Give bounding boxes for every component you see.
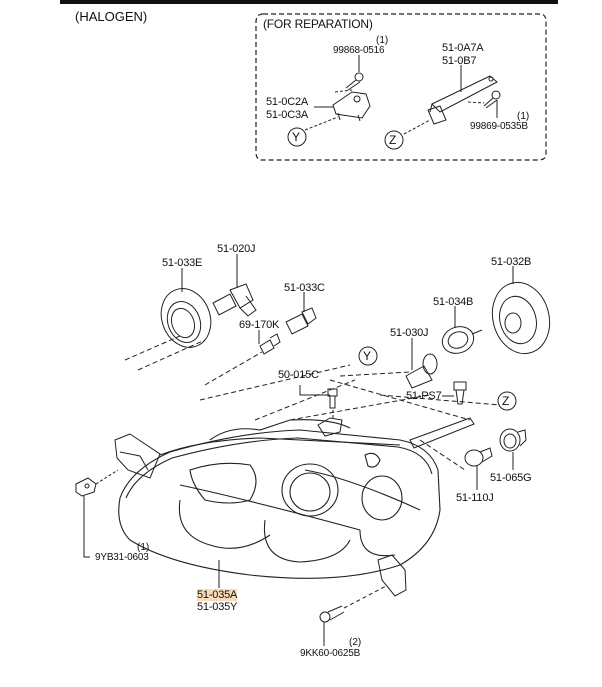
part-label: 51-PS7 [406, 390, 442, 402]
part-qty: (1) [517, 111, 530, 122]
inset-bracket-icon [332, 91, 371, 122]
screw-icon [319, 605, 345, 623]
part-label: 51-0B7 [442, 55, 477, 67]
part-qty: (1) [376, 35, 389, 46]
inset-title: (FOR REPARATION) [263, 17, 373, 31]
part-label: 51-033E [162, 257, 203, 269]
marker-z-main [497, 391, 517, 411]
part-label: 51-110J [456, 492, 494, 504]
part-label: 69-170K [239, 319, 280, 331]
inset-screw-icon [345, 55, 364, 91]
part-label: 51-032B [491, 256, 532, 268]
bulb-small-icon [285, 307, 317, 335]
bottom-bracket-icon [377, 554, 407, 597]
part-qty: (2) [349, 637, 362, 648]
part-label: 51-0A7A [442, 42, 484, 54]
section-title: (HALOGEN) [75, 9, 148, 24]
side-socket-icon [499, 428, 527, 452]
mount-arm-icon [409, 417, 475, 449]
seal-cap-icon [160, 288, 212, 348]
nut-clip-icon [75, 477, 97, 497]
clip-icon [453, 381, 467, 405]
part-label: 51-030J [390, 327, 429, 339]
part-label: 51-033C [284, 282, 325, 294]
marker-label: Y [363, 349, 371, 363]
part-label: 51-035Y [197, 601, 238, 613]
bulb-h7-icon [405, 353, 438, 389]
inset-screw2-icon [483, 90, 501, 118]
marker-y-inset [287, 127, 307, 147]
inset-frame [255, 13, 547, 161]
part-label: 51-0C3A [266, 109, 309, 121]
reflector-icon [491, 281, 551, 355]
left-bracket-icon [114, 433, 161, 479]
inset-arm-icon [427, 75, 498, 125]
part-label: 51-0C2A [266, 96, 309, 108]
part-label: 51-020J [217, 243, 256, 255]
bolt-icon [327, 388, 338, 409]
header-rule [60, 0, 558, 4]
part-label: 51-065G [490, 472, 532, 484]
part-label: 99869-0535B [470, 121, 528, 132]
marker-label: Y [292, 130, 300, 144]
marker-label: Z [502, 394, 510, 408]
part-label-highlighted: 51-035A [197, 589, 238, 601]
part-label: 50-015C [278, 369, 319, 381]
part-label: 51-034B [433, 296, 474, 308]
bulb-wedge-icon [259, 333, 281, 355]
marker-y-main [358, 346, 378, 366]
part-label: 9KK60-0625B [300, 648, 361, 659]
part-label: 99868-0516 [333, 45, 385, 56]
headlamp-housing-icon [118, 419, 441, 579]
part-label: 9YB31-0603 [95, 552, 149, 563]
socket-icon [441, 326, 483, 354]
marker-label: Z [389, 133, 397, 147]
bulb-side-icon [464, 447, 493, 467]
top-tab-icon [317, 417, 343, 437]
bulb-hb-icon [212, 283, 257, 317]
part-qty: (1) [137, 542, 150, 553]
marker-z-inset [384, 130, 404, 150]
